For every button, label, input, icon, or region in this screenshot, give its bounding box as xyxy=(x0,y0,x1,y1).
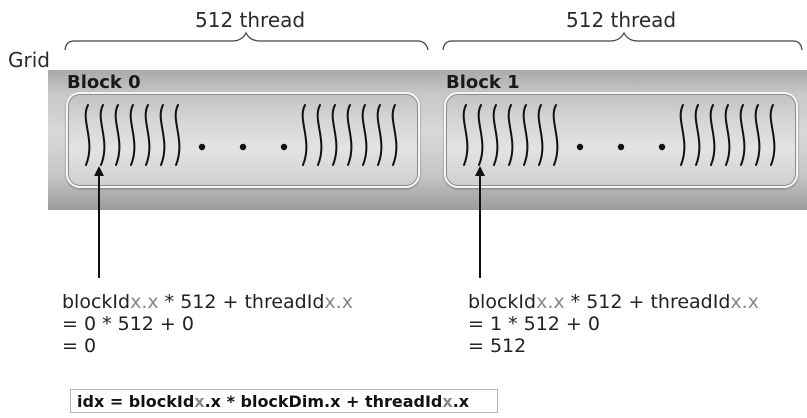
thread-count-label-block-0: 512 thread xyxy=(195,8,306,32)
thread-b0-12 xyxy=(361,104,368,166)
formula-block-0: blockIdx.x * 512 + threadIdx.x = 0 * 512… xyxy=(62,291,353,357)
thread-b0-8 xyxy=(301,104,308,166)
thread-b1-3 xyxy=(492,104,499,166)
thread-b0-14 xyxy=(391,104,398,166)
thread-b0-9 xyxy=(316,104,323,166)
thread-b1-7 xyxy=(552,104,559,166)
formula-block-0-line-3: = 0 xyxy=(62,335,97,357)
thread-b1-2 xyxy=(477,104,484,166)
block-1-box xyxy=(444,92,798,188)
thread-b1-1 xyxy=(462,104,469,166)
thread-b0-2 xyxy=(99,104,106,166)
thread-b0-5 xyxy=(144,104,151,166)
thread-b0-11 xyxy=(346,104,353,166)
ellipsis-dot-b1-2 xyxy=(617,143,625,151)
thread-b0-6 xyxy=(159,104,166,166)
block-0-title: Block 0 xyxy=(67,72,141,93)
thread-b0-1 xyxy=(84,104,91,166)
thread-b1-14 xyxy=(769,104,776,166)
grid-label: Grid xyxy=(8,48,50,72)
formula-block-0-line-1: blockIdx.x * 512 + threadIdx.x xyxy=(62,291,353,313)
thread-b1-11 xyxy=(724,104,731,166)
idx-formula-box: idx = blockIdx.x * blockDim.x + threadId… xyxy=(70,389,498,413)
thread-b0-7 xyxy=(174,104,181,166)
ellipsis-dot-b0-1 xyxy=(198,143,206,151)
ellipsis-dot-b1-3 xyxy=(658,143,666,151)
pointer-arrowhead-block-1 xyxy=(475,166,485,176)
formula-block-1-line-3: = 512 xyxy=(468,335,527,357)
formula-block-1-line-2: = 1 * 512 + 0 xyxy=(468,313,600,335)
brace-layer xyxy=(64,31,803,51)
thread-b1-12 xyxy=(739,104,746,166)
thread-b1-9 xyxy=(694,104,701,166)
thread-b0-13 xyxy=(376,104,383,166)
brace-block-1 xyxy=(442,31,803,51)
ellipsis-dot-b0-2 xyxy=(239,143,247,151)
thread-b1-13 xyxy=(754,104,761,166)
block-1-title: Block 1 xyxy=(446,72,520,93)
thread-b1-8 xyxy=(679,104,686,166)
brace-block-0 xyxy=(64,31,429,51)
ellipsis-dot-b1-1 xyxy=(576,143,584,151)
thread-b0-10 xyxy=(331,104,338,166)
thread-count-label-block-1: 512 thread xyxy=(566,8,677,32)
formula-block-1: blockIdx.x * 512 + threadIdx.x = 1 * 512… xyxy=(468,291,759,357)
formula-block-0-line-2: = 0 * 512 + 0 xyxy=(62,313,194,335)
thread-b1-6 xyxy=(537,104,544,166)
formula-block-1-line-1: blockIdx.x * 512 + threadIdx.x xyxy=(468,291,759,313)
thread-b1-4 xyxy=(507,104,514,166)
pointer-layer xyxy=(94,166,485,278)
thread-b1-5 xyxy=(522,104,529,166)
threads-layer xyxy=(84,104,776,166)
thread-b0-3 xyxy=(114,104,121,166)
ellipsis-dot-b0-3 xyxy=(280,143,288,151)
pointer-arrowhead-block-0 xyxy=(94,166,104,176)
thread-b1-10 xyxy=(709,104,716,166)
thread-b0-4 xyxy=(129,104,136,166)
block-0-box xyxy=(66,92,420,188)
